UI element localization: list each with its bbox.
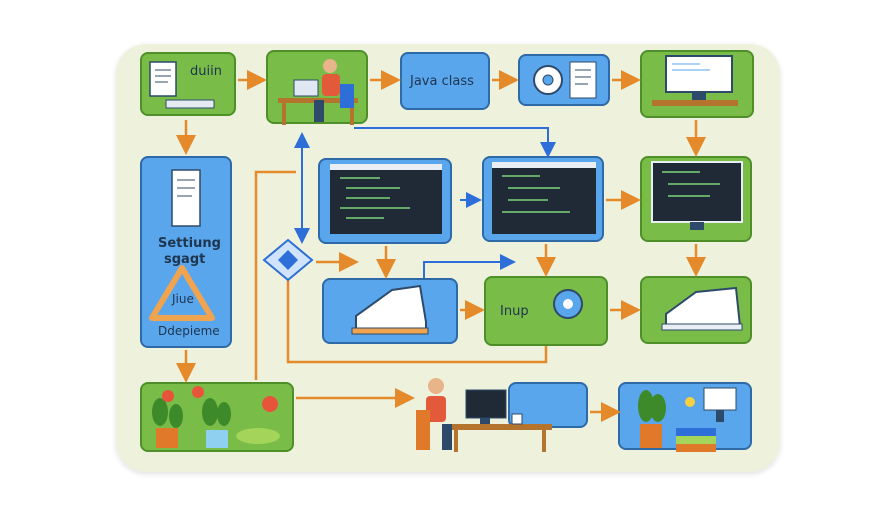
document-icon	[171, 169, 201, 227]
monitor-icon	[652, 55, 738, 106]
label-jiue: Jiue	[172, 292, 194, 306]
label-ddepieme: Ddepieme	[158, 324, 220, 338]
blue-arrows	[294, 127, 556, 278]
plant-icon	[152, 386, 280, 448]
label-duiin: duiin	[190, 64, 222, 79]
label-setting-line2: sgagt	[164, 252, 206, 267]
warning-triangle-icon	[149, 265, 215, 321]
books-icon	[638, 387, 737, 452]
label-java-class: Java class	[410, 74, 474, 89]
person-icon	[278, 59, 358, 125]
document-icon	[149, 61, 215, 109]
node-java-class	[400, 52, 490, 110]
gear-icon	[533, 61, 597, 99]
desk-icon	[416, 378, 552, 452]
diamond-icon	[262, 238, 314, 282]
lightbulb-icon	[685, 397, 695, 407]
node-inup	[484, 276, 608, 346]
gear-icon	[553, 289, 583, 319]
sneaker-icon	[351, 284, 743, 335]
label-setting-line1: Settiung	[158, 236, 221, 251]
code-window-icon	[330, 161, 743, 234]
label-inup: Inup	[500, 304, 529, 319]
flower-icon	[262, 396, 278, 412]
orange-arrows	[176, 70, 706, 422]
